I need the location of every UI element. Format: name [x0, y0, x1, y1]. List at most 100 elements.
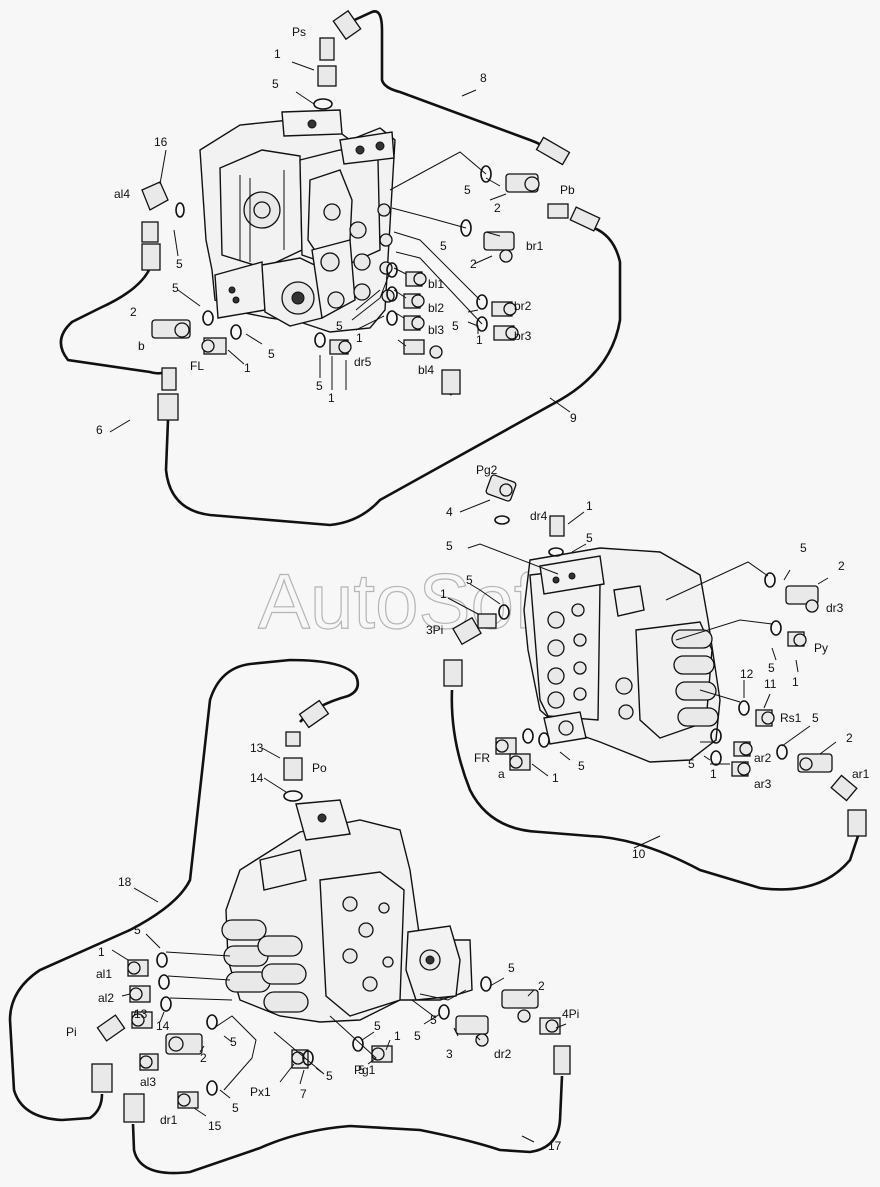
- num-4: 4: [446, 505, 453, 519]
- num-5: 5: [316, 379, 323, 393]
- num-13: 13: [134, 1007, 148, 1021]
- num-1: 1: [328, 391, 335, 405]
- num-7: 7: [300, 1087, 307, 1101]
- watermark: AutoSoft: [258, 557, 558, 645]
- hose-17: [131, 1075, 564, 1175]
- label-fl: FL: [190, 359, 204, 373]
- num-5: 5: [336, 319, 343, 333]
- num-9: 9: [570, 411, 577, 425]
- label-po: Po: [312, 761, 327, 775]
- num-1: 1: [394, 1029, 401, 1043]
- num-2: 2: [200, 1051, 207, 1065]
- label-py: Py: [814, 641, 828, 655]
- num-10: 10: [632, 847, 646, 861]
- label-ar2: ar2: [754, 751, 772, 765]
- label-al2: al2: [98, 991, 114, 1005]
- hose-10: [450, 689, 860, 891]
- top-leaders: [109, 61, 571, 433]
- label-br1: br1: [526, 239, 544, 253]
- label-3pi: 3Pi: [426, 623, 443, 637]
- num-2: 2: [838, 559, 845, 573]
- num-15: 15: [208, 1119, 222, 1133]
- middle-leaders: [447, 499, 837, 849]
- num-5: 5: [768, 661, 775, 675]
- num-6: 6: [96, 423, 103, 437]
- num-5: 5: [464, 183, 471, 197]
- label-bl2: bl2: [428, 301, 444, 315]
- num-1: 1: [274, 47, 281, 61]
- hose-6: [59, 267, 168, 375]
- label-ar3: ar3: [754, 777, 772, 791]
- label-a: a: [498, 767, 505, 781]
- label-br3: br3: [514, 329, 532, 343]
- num-5: 5: [176, 257, 183, 271]
- label-dr2: dr2: [494, 1047, 512, 1061]
- num-5: 5: [578, 759, 585, 773]
- num-1: 1: [356, 331, 363, 345]
- num-1: 1: [476, 333, 483, 347]
- label-bl3: bl3: [428, 323, 444, 337]
- bottom-leaders: [111, 747, 567, 1143]
- num-5: 5: [508, 961, 515, 975]
- num-18: 18: [118, 875, 132, 889]
- middle-fittings: [443, 474, 867, 837]
- num-5: 5: [326, 1069, 333, 1083]
- label-ps: Ps: [292, 25, 306, 39]
- num-5: 5: [232, 1101, 239, 1115]
- label-al3: al3: [140, 1075, 156, 1089]
- num-5: 5: [688, 757, 695, 771]
- bottom-fittings: [91, 699, 571, 1123]
- num-13: 13: [250, 741, 264, 755]
- middle-valve-assembly: [523, 547, 721, 763]
- num-2: 2: [846, 731, 853, 745]
- num-5: 5: [230, 1035, 237, 1049]
- num-16: 16: [154, 135, 168, 149]
- label-al1: al1: [96, 967, 112, 981]
- num-5: 5: [358, 1063, 365, 1077]
- top-fittings: [141, 9, 601, 421]
- label-rs1: Rs1: [780, 711, 802, 725]
- label-dr1: dr1: [160, 1113, 178, 1127]
- top-valve-assembly: [199, 109, 396, 333]
- hose-18: [8, 658, 360, 1122]
- label-pb: Pb: [560, 183, 575, 197]
- label-pi: Pi: [66, 1025, 77, 1039]
- num-2: 2: [130, 305, 137, 319]
- top-labels: Ps 1 5 8 16 al4 5 5 2 b FL 1 5 5 Pb 2 5 …: [96, 25, 577, 437]
- label-bl4: bl4: [418, 363, 434, 377]
- num-8: 8: [480, 71, 487, 85]
- num-14: 14: [156, 1019, 170, 1033]
- num-14: 14: [250, 771, 264, 785]
- num-1: 1: [440, 587, 447, 601]
- num-2: 2: [538, 979, 545, 993]
- num-5: 5: [446, 539, 453, 553]
- label-br2: br2: [514, 299, 532, 313]
- label-dr3: dr3: [826, 601, 844, 615]
- num-2: 2: [494, 201, 501, 215]
- num-5: 5: [586, 531, 593, 545]
- label-bl1: bl1: [428, 277, 444, 291]
- num-5: 5: [414, 1029, 421, 1043]
- hoses: [8, 10, 860, 1175]
- num-5: 5: [800, 541, 807, 555]
- label-dr5: dr5: [354, 355, 372, 369]
- num-11: 11: [764, 677, 777, 691]
- num-1: 1: [98, 945, 105, 959]
- label-pg1: Pg1: [354, 1063, 376, 1077]
- hose-9: [164, 226, 622, 527]
- label-pg2: Pg2: [476, 463, 498, 477]
- label-b: b: [138, 339, 145, 353]
- num-17: 17: [548, 1139, 562, 1153]
- num-5: 5: [272, 77, 279, 91]
- label-4pi: 4Pi: [562, 1007, 579, 1021]
- label-px1: Px1: [250, 1085, 271, 1099]
- label-ar1: ar1: [852, 767, 870, 781]
- num-1: 1: [586, 499, 593, 513]
- num-2: 2: [470, 257, 477, 271]
- num-3: 3: [446, 1047, 453, 1061]
- num-5: 5: [440, 239, 447, 253]
- num-12: 12: [740, 667, 754, 681]
- num-1: 1: [792, 675, 799, 689]
- label-al4: al4: [114, 187, 130, 201]
